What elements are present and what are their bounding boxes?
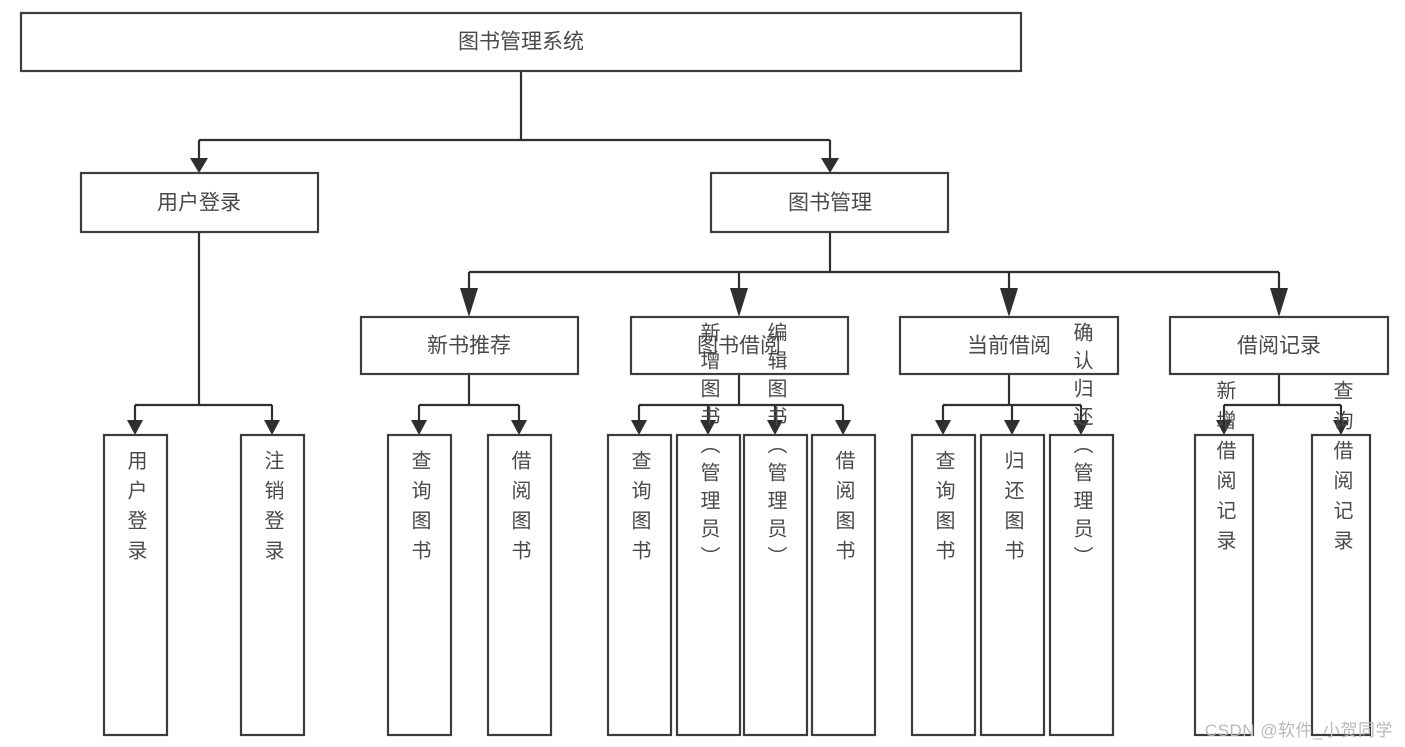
leaf-book-borrow-0-box[interactable] [606, 433, 673, 737]
leaf-new-book-1[interactable]: 借阅图书 [486, 433, 553, 737]
arrow-book-mgmt-to-new-book [460, 288, 478, 317]
node-current-borrow-box[interactable] [898, 315, 1120, 376]
arrow-record-leaf-1 [1333, 420, 1349, 435]
leaf-borrow-record-1[interactable]: 查询借阅记录 [1310, 380, 1372, 737]
node-book-borrow-box[interactable] [629, 315, 850, 376]
node-borrow-record-label: 借阅记录 [1237, 335, 1321, 358]
leaf-current-borrow-2[interactable]: 确认归还（管理员） [1048, 322, 1115, 737]
arrow-user-login-leaf-1 [264, 420, 280, 435]
leaf-new-book-0[interactable]: 查询图书 [386, 433, 453, 737]
leaf-current-borrow-1-label: 归还图书 [1001, 450, 1024, 570]
arrow-borrow-leaf-1 [700, 420, 716, 435]
leaf-book-borrow-1-box[interactable] [675, 433, 742, 737]
leaf-book-borrow-1[interactable]: 新增图书（管理员） [675, 322, 742, 737]
node-root[interactable]: 图书管理系统 [19, 11, 1023, 73]
arrow-borrow-leaf-3 [835, 420, 851, 435]
leaf-user-login-0-label: 用户登录 [124, 450, 147, 570]
node-root-label: 图书管理系统 [458, 31, 584, 54]
leaf-user-login-1-label: 注销登录 [261, 450, 284, 570]
node-current-borrow[interactable]: 当前借阅 [898, 315, 1120, 376]
node-book-borrow[interactable]: 图书借阅 [629, 315, 850, 376]
node-book-borrow-label: 图书借阅 [697, 335, 781, 358]
leaf-book-borrow-1-label: 新增图书（管理员） [697, 322, 720, 574]
arrow-borrow-leaf-0 [631, 420, 647, 435]
leaf-book-borrow-0-label: 查询图书 [628, 450, 651, 570]
leaf-borrow-record-1-label: 查询借阅记录 [1330, 380, 1353, 560]
node-user-login-box[interactable] [79, 171, 320, 234]
leaf-new-book-1-box[interactable] [486, 433, 553, 737]
arrow-current-leaf-0 [935, 420, 951, 435]
node-book-management-label: 图书管理 [788, 192, 872, 215]
arrow-new-book-leaf-1 [511, 420, 527, 435]
node-user-login-label: 用户登录 [157, 192, 241, 215]
leaf-book-borrow-3-box[interactable] [810, 433, 877, 737]
leaf-book-borrow-2-label: 编辑图书（管理员） [764, 322, 787, 574]
leaf-new-book-1-label: 借阅图书 [508, 450, 531, 570]
node-new-book-recommend-label: 新书推荐 [427, 335, 511, 358]
arrow-root-to-book-mgmt [821, 158, 839, 173]
node-root-box[interactable] [19, 11, 1023, 73]
arrow-root-to-user-login [190, 158, 208, 173]
leaf-current-borrow-2-box[interactable] [1048, 433, 1115, 737]
leaf-book-borrow-2-box[interactable] [742, 433, 809, 737]
node-borrow-record-box[interactable] [1168, 315, 1390, 376]
leaf-current-borrow-0-box[interactable] [910, 433, 977, 737]
leaf-current-borrow-2-label: 确认归还（管理员） [1070, 322, 1093, 574]
leaf-current-borrow-0-label: 查询图书 [932, 450, 955, 570]
arrow-user-login-leaf-0 [127, 420, 143, 435]
arrow-book-mgmt-to-borrow [730, 288, 748, 317]
arrow-book-mgmt-to-current [1000, 288, 1018, 317]
node-new-book-recommend[interactable]: 新书推荐 [359, 315, 580, 376]
node-borrow-record[interactable]: 借阅记录 [1168, 315, 1390, 376]
leaf-borrow-record-1-box[interactable] [1310, 433, 1372, 737]
connector-layer [127, 71, 1349, 435]
leaf-new-book-0-box[interactable] [386, 433, 453, 737]
arrow-record-leaf-0 [1216, 420, 1232, 435]
leaf-new-book-0-label: 查询图书 [408, 450, 431, 570]
arrow-current-leaf-1 [1004, 420, 1020, 435]
leaf-current-borrow-1-box[interactable] [979, 433, 1046, 737]
arrow-borrow-leaf-2 [767, 420, 783, 435]
leaf-user-login-0[interactable]: 用户登录 [102, 433, 169, 737]
leaf-book-borrow-3[interactable]: 借阅图书 [810, 433, 877, 737]
node-book-management-box[interactable] [709, 171, 950, 234]
leaf-book-borrow-3-label: 借阅图书 [832, 450, 855, 570]
node-new-book-recommend-box[interactable] [359, 315, 580, 376]
leaf-borrow-record-0-label: 新增借阅记录 [1213, 380, 1236, 560]
leaf-borrow-record-0-box[interactable] [1193, 433, 1255, 737]
leaf-book-borrow-0[interactable]: 查询图书 [606, 433, 673, 737]
arrow-current-leaf-2 [1073, 420, 1089, 435]
arrow-book-mgmt-to-record [1270, 288, 1288, 317]
leaf-user-login-1-box[interactable] [239, 433, 306, 737]
csdn-watermark: CSDN @软件_小贺同学 [1204, 721, 1393, 740]
node-current-borrow-label: 当前借阅 [967, 335, 1051, 358]
leaf-borrow-record-0[interactable]: 新增借阅记录 [1193, 380, 1255, 737]
node-user-login[interactable]: 用户登录 [79, 171, 320, 234]
arrow-new-book-leaf-0 [411, 420, 427, 435]
leaf-user-login-1[interactable]: 注销登录 [239, 433, 306, 737]
leaf-book-borrow-2[interactable]: 编辑图书（管理员） [742, 322, 809, 737]
leaf-user-login-0-box[interactable] [102, 433, 169, 737]
leaf-current-borrow-0[interactable]: 查询图书 [910, 433, 977, 737]
leaf-current-borrow-1[interactable]: 归还图书 [979, 433, 1046, 737]
node-book-management[interactable]: 图书管理 [709, 171, 950, 234]
